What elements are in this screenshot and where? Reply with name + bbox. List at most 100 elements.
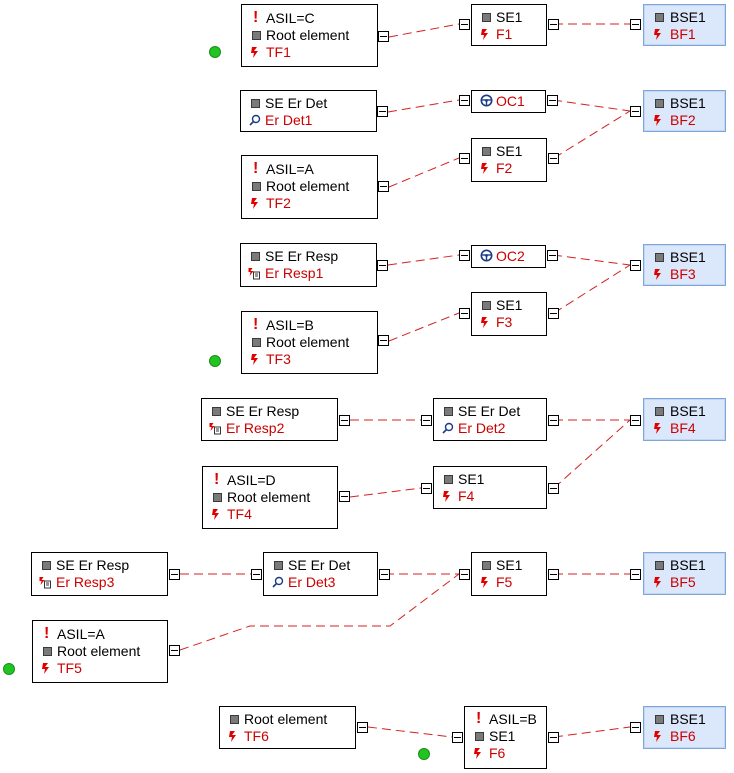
- block-icon: [274, 561, 283, 570]
- block-icon: [444, 475, 453, 484]
- diagram-node-se-er-det[interactable]: SE Er Det Er Det1: [240, 90, 377, 132]
- input-port[interactable]: [459, 153, 470, 164]
- diagram-node-bse1[interactable]: BSE1 BF6: [643, 706, 726, 749]
- diagram-node-se1[interactable]: SE1 F3: [471, 292, 547, 336]
- fault-icon: [654, 731, 661, 742]
- diagram-node-root-element[interactable]: Root element TF6: [219, 706, 356, 749]
- diagram-node-bse1[interactable]: BSE1 BF5: [643, 552, 726, 595]
- diagram-node-se-er-resp[interactable]: SE Er Resp Er Resp2: [201, 398, 338, 441]
- input-port[interactable]: [630, 260, 641, 271]
- diagram-node-bse1[interactable]: BSE1 BF4: [643, 398, 726, 441]
- output-port[interactable]: [378, 181, 389, 192]
- asil-icon: !: [44, 625, 50, 642]
- output-port[interactable]: [339, 415, 350, 426]
- output-port[interactable]: [378, 335, 389, 346]
- fault-icon: [212, 509, 219, 520]
- diagram-node-bse1[interactable]: BSE1 BF3: [643, 244, 726, 286]
- asil-icon: !: [253, 9, 259, 26]
- output-port[interactable]: [357, 722, 368, 733]
- input-port[interactable]: [459, 19, 470, 30]
- output-port[interactable]: [169, 569, 180, 580]
- fault-icon: [654, 577, 661, 588]
- output-port[interactable]: [548, 569, 559, 580]
- output-port[interactable]: [548, 19, 559, 30]
- diagram-node-bse1[interactable]: BSE1 BF1: [643, 4, 726, 46]
- input-port[interactable]: [421, 415, 432, 426]
- connector-f3-bf3: [553, 264, 631, 314]
- input-port[interactable]: [630, 722, 641, 733]
- diagram-node-bse1[interactable]: BSE1 BF2: [643, 90, 726, 132]
- output-port[interactable]: [339, 491, 350, 502]
- block-icon: [212, 407, 221, 416]
- output-port[interactable]: [548, 483, 559, 494]
- output-port[interactable]: [378, 31, 389, 42]
- fault-icon: [229, 731, 236, 742]
- status-indicator: [418, 748, 430, 760]
- output-port[interactable]: [377, 260, 388, 271]
- connector-tf5-f5: [179, 573, 460, 651]
- error-response-icon: [39, 577, 51, 589]
- output-port[interactable]: [377, 106, 388, 117]
- fault-icon: [654, 269, 661, 280]
- diagram-node-se-er-resp[interactable]: SE Er Resp Er Resp1: [240, 243, 377, 287]
- input-port[interactable]: [630, 415, 641, 426]
- diagram-node-se1[interactable]: SE1 F5: [471, 552, 547, 596]
- block-icon: [43, 647, 52, 656]
- fault-icon: [481, 163, 488, 174]
- diagram-node-root-element[interactable]: !ASIL=D Root element TF4: [202, 466, 338, 529]
- connector-tf1-f1: [388, 23, 460, 38]
- connector-f4-bf4: [553, 419, 631, 489]
- input-port[interactable]: [459, 95, 470, 106]
- steering-wheel-icon: [480, 94, 493, 107]
- diagram-node-root-element[interactable]: !ASIL=B Root element TF3: [241, 311, 378, 374]
- block-icon: [251, 252, 260, 261]
- diagram-node-se1[interactable]: SE1 F1: [471, 4, 547, 46]
- output-port[interactable]: [379, 569, 390, 580]
- error-detection-icon: [442, 422, 454, 434]
- diagram-node-se-er-det[interactable]: SE Er Det Er Det2: [433, 398, 547, 441]
- input-port[interactable]: [459, 569, 470, 580]
- diagram-node-se1[interactable]: !ASIL=B SE1 F6: [464, 706, 547, 769]
- input-port[interactable]: [251, 569, 262, 580]
- input-port[interactable]: [630, 19, 641, 30]
- output-port[interactable]: [548, 153, 559, 164]
- block-icon: [655, 407, 664, 416]
- input-port[interactable]: [421, 483, 432, 494]
- block-icon: [252, 31, 261, 40]
- diagram-node-se1[interactable]: SE1 F4: [433, 466, 547, 509]
- diagram-node-se-er-det[interactable]: SE Er Det Er Det3: [263, 552, 378, 596]
- diagram-node-root-element[interactable]: !ASIL=A Root element TF5: [32, 620, 168, 683]
- diagram-node-se-er-resp[interactable]: SE Er Resp Er Resp3: [31, 552, 168, 596]
- output-port[interactable]: [548, 732, 559, 743]
- block-icon: [655, 715, 664, 724]
- input-port[interactable]: [459, 308, 470, 319]
- output-port[interactable]: [548, 308, 559, 319]
- block-icon: [230, 715, 239, 724]
- input-port[interactable]: [630, 106, 641, 117]
- fault-icon: [481, 577, 488, 588]
- connector-tf4-f4: [349, 487, 422, 498]
- block-icon: [213, 493, 222, 502]
- diagram-node-oc[interactable]: OC2: [471, 245, 546, 268]
- output-port[interactable]: [169, 645, 180, 656]
- input-port[interactable]: [630, 569, 641, 580]
- output-port[interactable]: [547, 250, 558, 261]
- block-icon: [482, 13, 491, 22]
- diagram-node-oc[interactable]: OC1: [471, 90, 546, 113]
- output-port[interactable]: [548, 415, 559, 426]
- output-port[interactable]: [547, 95, 558, 106]
- input-port[interactable]: [459, 250, 470, 261]
- error-detection-icon: [272, 576, 284, 588]
- diagram-node-se1[interactable]: SE1 F2: [471, 138, 547, 182]
- input-port[interactable]: [452, 732, 463, 743]
- diagram-node-root-element[interactable]: !ASIL=C Root element TF1: [241, 4, 378, 67]
- fault-icon: [481, 317, 488, 328]
- block-icon: [252, 182, 261, 191]
- error-response-icon: [209, 423, 221, 435]
- fault-icon: [42, 663, 49, 674]
- diagram-node-root-element[interactable]: !ASIL=A Root element TF2: [241, 155, 378, 219]
- asil-icon: !: [214, 471, 220, 488]
- connector-erdet1-oc1: [387, 99, 460, 113]
- asil-icon: !: [476, 710, 482, 727]
